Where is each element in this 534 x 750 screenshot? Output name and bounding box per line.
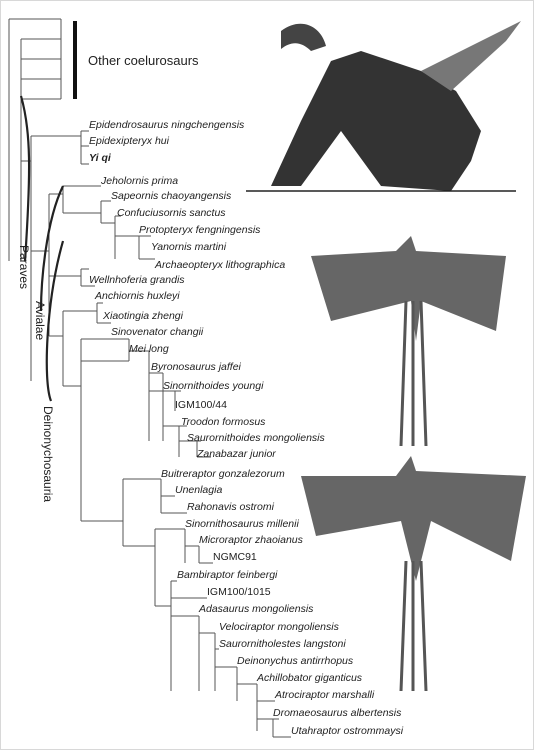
outgroup-bracket [73,21,77,99]
taxon-label: Wellnhoferia grandis [89,274,185,286]
taxon-label: Troodon formosus [181,416,266,428]
taxon-label: Unenlagia [175,484,223,496]
yi-qi-dorsal-view-2 [301,456,526,692]
taxon-label: Byronosaurus jaffei [151,361,241,373]
taxon-label: Adasaurus mongoliensis [199,603,314,615]
taxon-label: Rahonavis ostromi [187,501,274,513]
taxon-label: Yanornis martini [151,241,227,253]
taxon-label: Saurornithoides mongoliensis [187,432,325,444]
taxon-label: IGM100/44 [175,399,227,411]
taxon-label: Archaeopteryx lithographica [155,259,286,271]
paraves-label: Paraves [17,245,31,290]
taxon-label: Dromaeosaurus albertensis [273,707,402,719]
avialae-label: Avialae [33,301,47,341]
taxon-label: Sinornithoides youngi [163,380,264,392]
taxon-label: Sinornithosaurus millenii [185,518,299,530]
taxon-label: Protopteryx fengningensis [139,224,261,236]
taxon-label: Atrociraptor marshalli [275,689,375,701]
yi-qi-dorsal-view-1 [311,236,506,447]
yi-qi-skeleton-image [246,21,521,192]
taxon-label: Epidexipteryx hui [89,135,169,147]
taxon-label: Saurornitholestes langstoni [219,638,346,650]
taxon-label: Microraptor zhaoianus [199,534,303,546]
taxon-label: Utahraptor ostrommaysi [291,725,404,737]
taxon-label: Xiaotingia zhengi [103,310,183,322]
taxon-label: Bambiraptor feinbergi [177,569,278,581]
taxon-label: Achillobator giganticus [257,672,363,684]
taxon-label: Mei long [129,343,169,355]
taxon-label: Jeholornis prima [101,175,179,187]
taxon-label: Buitreraptor gonzalezorum [161,468,285,480]
deinonychosauria-label: Deinonychosauria [41,406,55,503]
taxon-label: IGM100/1015 [207,586,271,598]
other-coelurosaurs-label: Other coelurosaurs [88,53,199,68]
taxon-label: Confuciusornis sanctus [117,207,226,219]
taxon-label: Sinovenator changii [111,326,204,338]
taxon-label: Velociraptor mongoliensis [219,621,339,633]
taxon-label: Zanabazar junior [197,448,276,460]
taxon-label: NGMC91 [213,551,257,563]
taxon-label: Anchiornis huxleyi [95,290,180,302]
taxon-label: Deinonychus antirrhopus [237,655,354,667]
taxon-label: Epidendrosaurus ningchengensis [89,119,245,131]
taxon-label: Yi qi [89,152,111,164]
taxon-label: Sapeornis chaoyangensis [111,190,232,202]
